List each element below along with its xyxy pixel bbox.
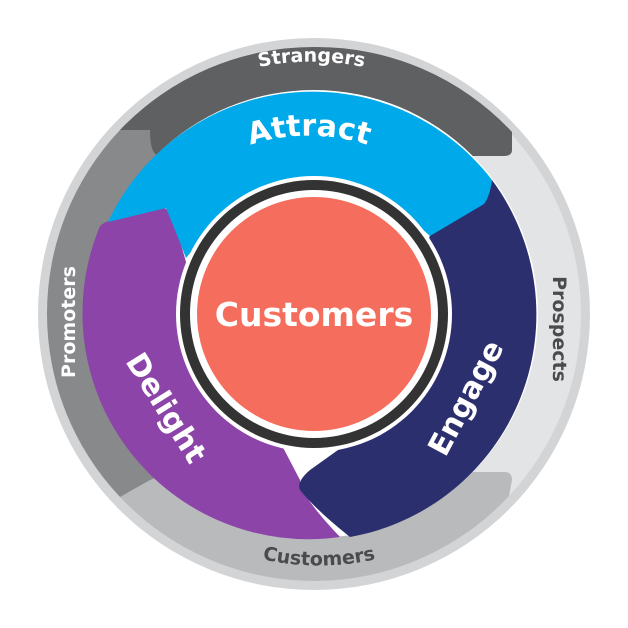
center-circle	[197, 197, 431, 431]
label-prospects: Prospects	[548, 276, 570, 382]
label-promoters: Promoters	[58, 266, 80, 378]
label-center-customers: Customers	[215, 295, 413, 334]
stage-attract-shape	[108, 91, 492, 259]
